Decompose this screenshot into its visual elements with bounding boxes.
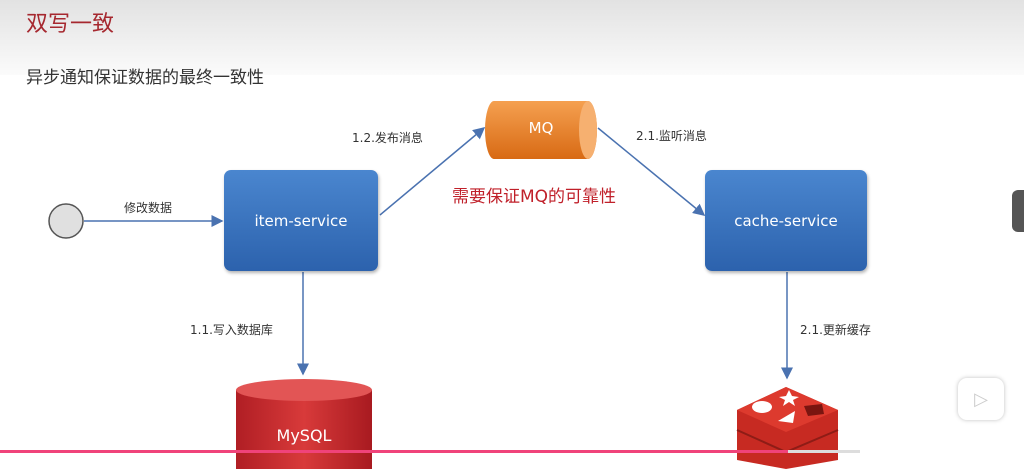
progress-fill [0,450,789,453]
item-service-node: item-service [224,170,378,271]
cache-service-node: cache-service [705,170,867,271]
label-write-db: 1.1.写入数据库 [190,323,273,337]
bilibili-play-icon[interactable]: ▷ [958,378,1004,420]
slide-subtitle: 异步通知保证数据的最终一致性 [26,68,264,88]
mysql-label: MySQL [276,426,332,445]
slide-title: 双写一致 [26,12,115,37]
mysql-cylinder-icon [236,379,372,469]
reliability-note: 需要保证MQ的可靠性 [452,187,617,207]
side-panel-handle[interactable] [1012,190,1024,232]
start-node [48,203,84,239]
mq-label: MQ [528,119,554,137]
label-update-cache: 2.1.更新缓存 [800,323,871,337]
video-progress-bar[interactable] [0,450,1024,453]
redis-logo-icon [736,387,839,469]
label-listen: 2.1.监听消息 [636,129,707,143]
mq-cylinder-icon [485,101,597,159]
label-modify: 修改数据 [124,201,173,215]
slide-header [0,0,1024,75]
label-publish: 1.2.发布消息 [352,131,423,145]
